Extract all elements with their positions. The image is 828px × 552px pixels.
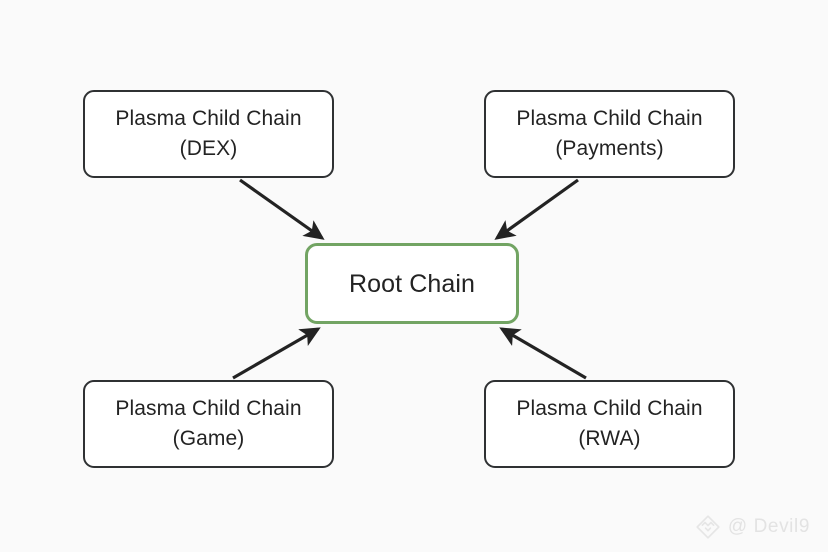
node-label-line1: Plasma Child Chain	[115, 107, 302, 130]
diamond-chevron-icon	[696, 515, 720, 539]
node-label-line1: Plasma Child Chain	[516, 397, 703, 420]
edge-dex-to-root	[239, 178, 325, 240]
edge-game-to-root	[232, 327, 321, 380]
node-label-line1: Root Chain	[348, 269, 476, 298]
node-root-chain[interactable]: Root Chain	[305, 243, 519, 324]
node-label-line1: Plasma Child Chain	[115, 397, 302, 420]
node-plasma-child-chain-game[interactable]: Plasma Child Chain (Game)	[83, 380, 334, 468]
node-plasma-child-chain-payments[interactable]: Plasma Child Chain (Payments)	[484, 90, 735, 178]
watermark-handle: @ Devil9	[727, 516, 810, 537]
edge-payments-to-root	[494, 178, 579, 240]
edge-rwa-to-root	[499, 327, 587, 380]
node-label-line2: (RWA)	[578, 427, 641, 450]
node-label-line2: (DEX)	[179, 137, 238, 160]
node-label-line2: (Game)	[172, 427, 245, 450]
node-plasma-child-chain-dex[interactable]: Plasma Child Chain (DEX)	[83, 90, 334, 178]
node-plasma-child-chain-rwa[interactable]: Plasma Child Chain (RWA)	[484, 380, 735, 468]
node-label-line1: Plasma Child Chain	[516, 107, 703, 130]
node-label-line2: (Payments)	[555, 137, 664, 160]
watermark: @ Devil9	[695, 514, 810, 540]
